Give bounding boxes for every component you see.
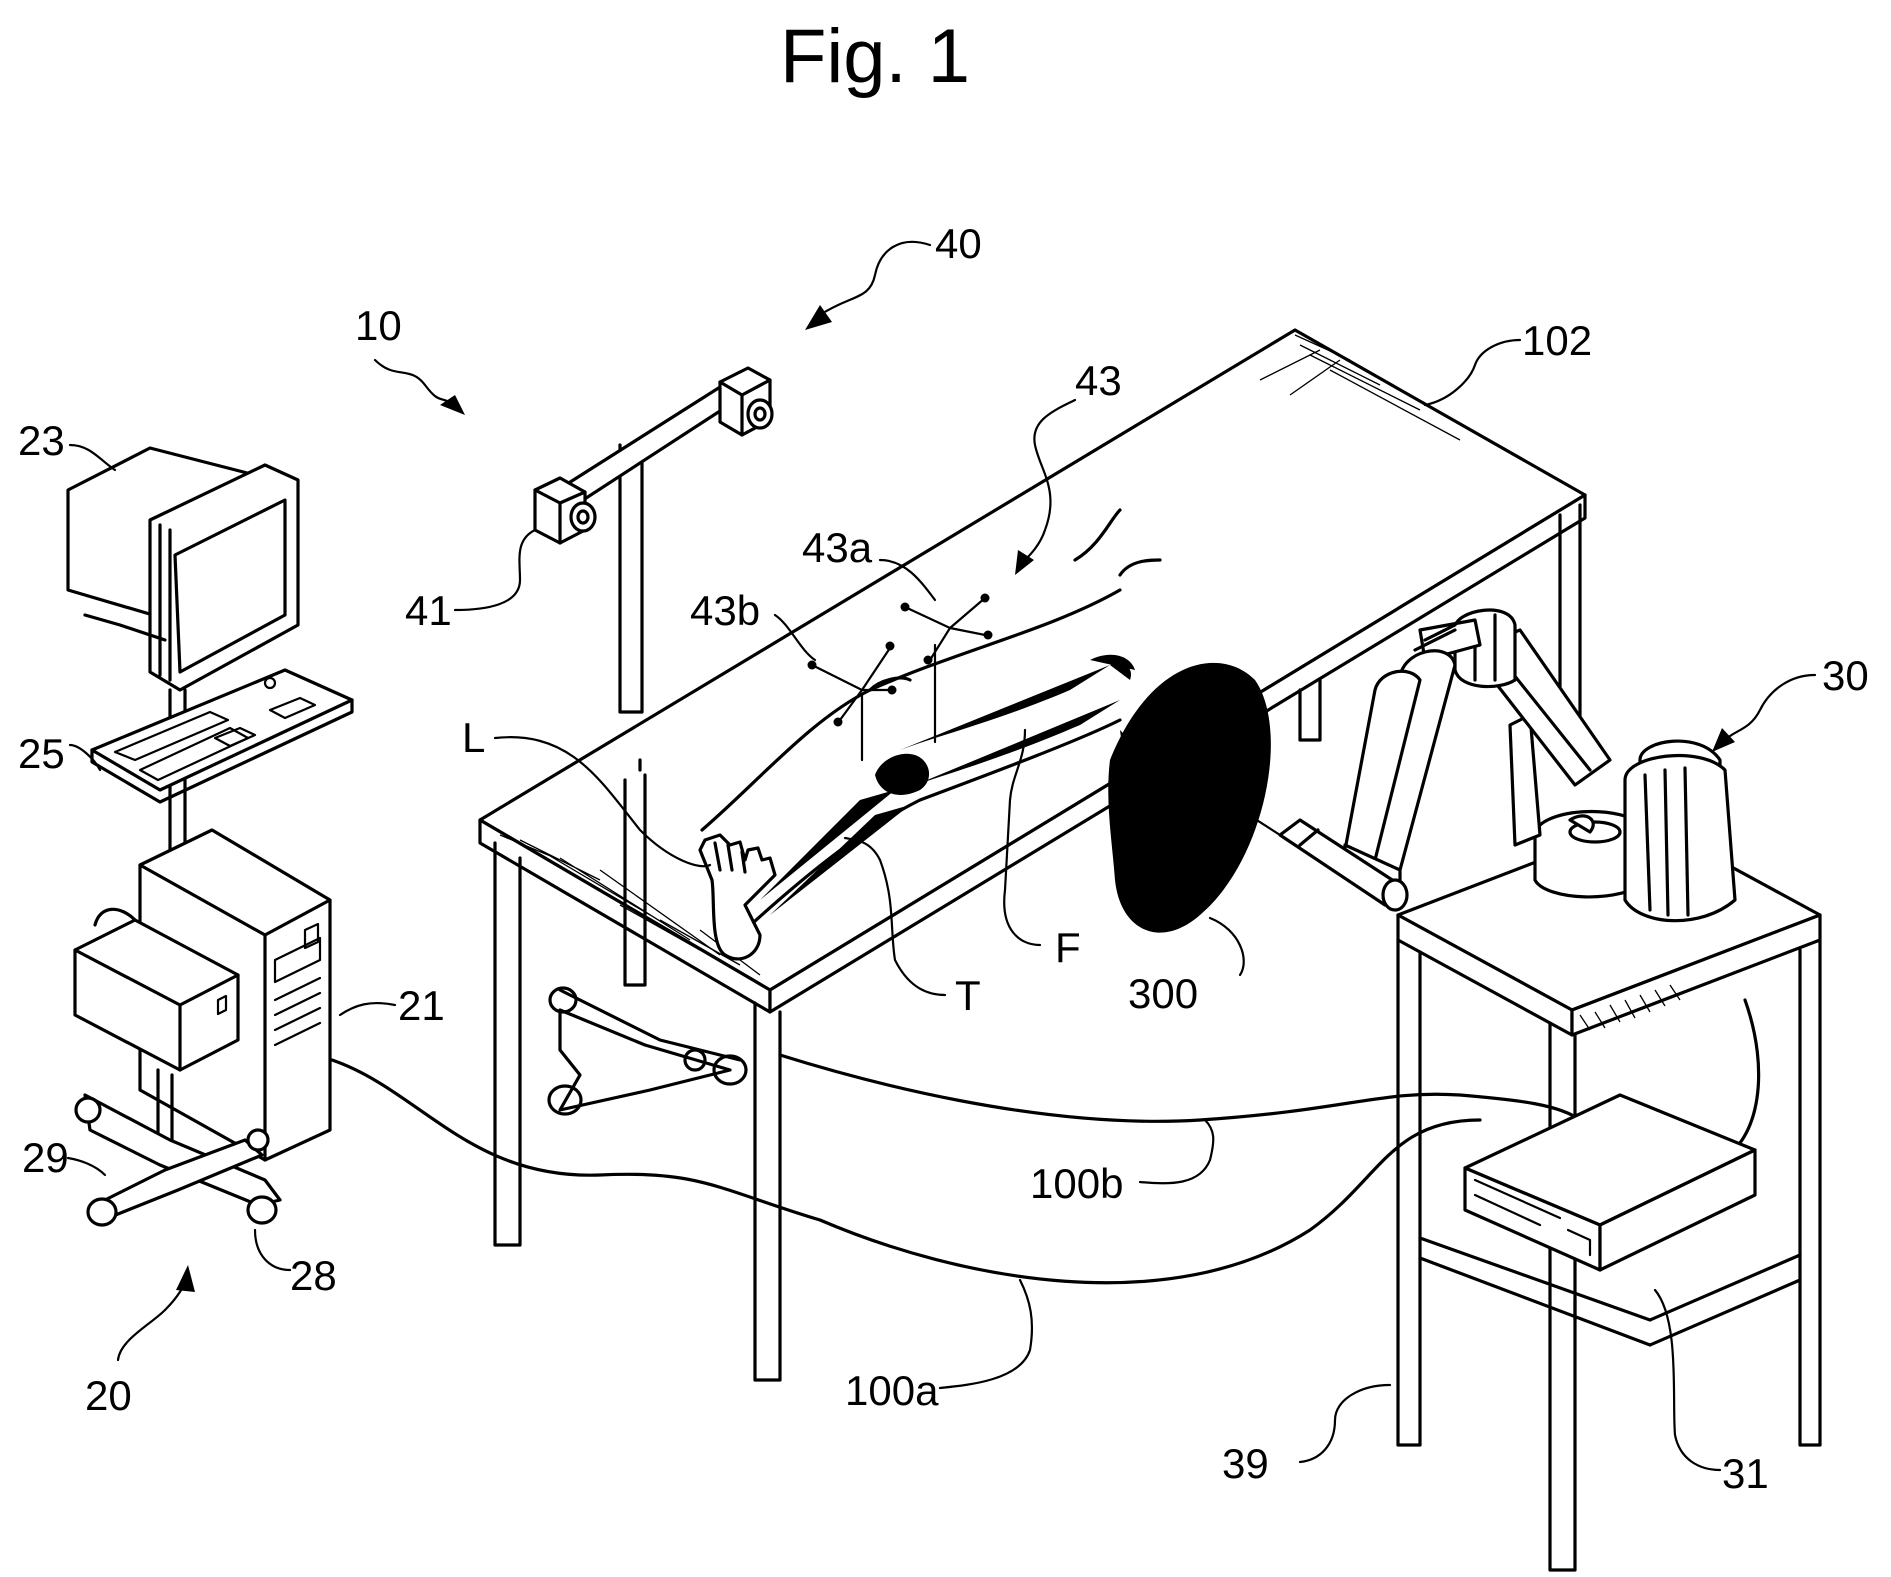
label-10: 10	[355, 302, 402, 349]
label-300: 300	[1128, 970, 1198, 1017]
label-20: 20	[85, 1372, 132, 1419]
label-102: 102	[1522, 317, 1592, 364]
label-100a: 100a	[845, 1367, 939, 1414]
label-100b: 100b	[1030, 1160, 1123, 1207]
cable-100a	[332, 1060, 1480, 1283]
label-29: 29	[22, 1134, 69, 1181]
label-31: 31	[1722, 1450, 1769, 1497]
label-23: 23	[18, 417, 65, 464]
figure-title: Fig. 1	[780, 14, 970, 99]
label-T: T	[955, 972, 981, 1019]
label-21: 21	[398, 982, 445, 1029]
label-43b: 43b	[690, 587, 760, 634]
label-F: F	[1055, 924, 1081, 971]
label-43: 43	[1075, 357, 1122, 404]
label-25: 25	[18, 730, 65, 777]
label-41: 41	[405, 587, 452, 634]
label-40: 40	[935, 220, 982, 267]
label-30: 30	[1822, 652, 1869, 699]
computer-station	[68, 448, 352, 1225]
camera-stand	[535, 368, 772, 712]
label-39: 39	[1222, 1440, 1269, 1487]
monitor	[68, 448, 298, 690]
robot-controller	[1465, 1095, 1755, 1270]
label-28: 28	[290, 1252, 337, 1299]
label-L: L	[462, 714, 485, 761]
keyboard	[92, 670, 352, 802]
label-43a: 43a	[802, 524, 873, 571]
table-caster-base	[549, 988, 746, 1114]
camera-right	[720, 368, 772, 435]
